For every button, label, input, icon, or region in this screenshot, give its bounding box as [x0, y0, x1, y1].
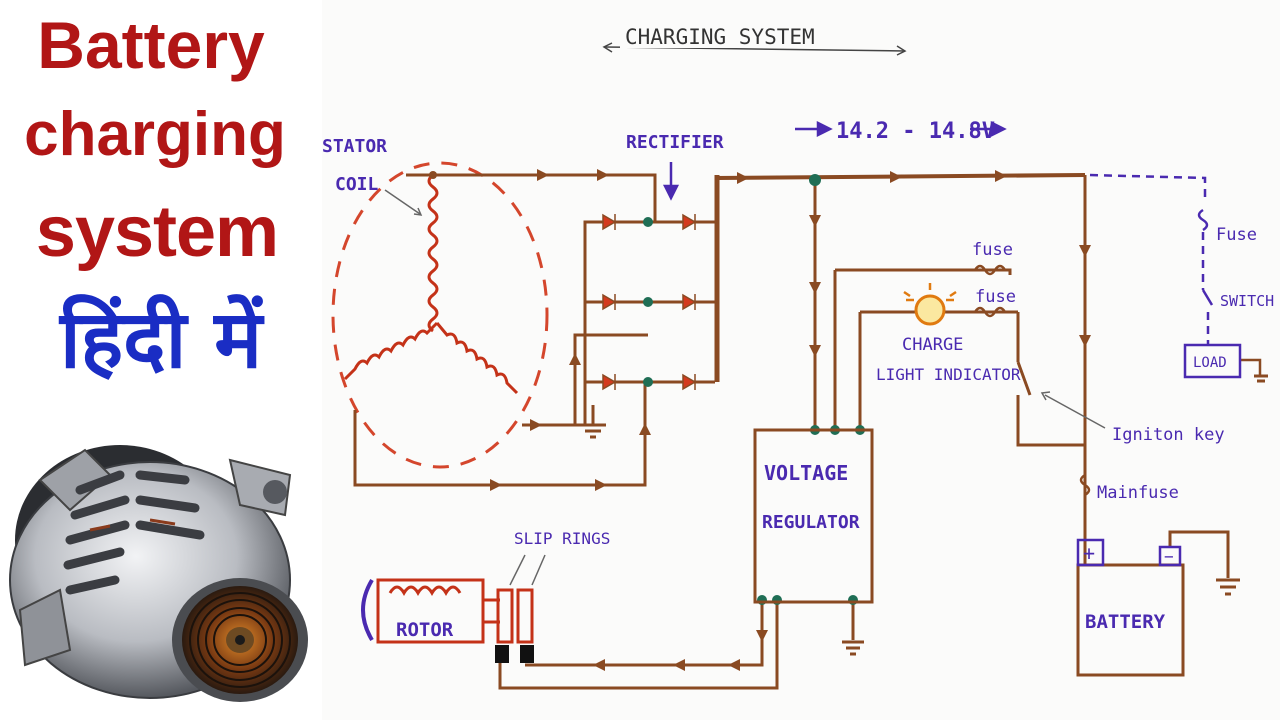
charge-light-icon [903, 283, 957, 326]
diagram-heading: CHARGING SYSTEM [625, 25, 815, 49]
switch-label: SWITCH [1220, 292, 1274, 310]
voltage-note: 14.2 - 14.8V [836, 119, 995, 144]
slip-rings-label: SLIP RINGS [514, 529, 610, 548]
ignition-key-label: Igniton key [1112, 425, 1225, 445]
ground-symbols [580, 374, 1268, 656]
rectifier-diodes [602, 213, 697, 391]
load-box [1183, 343, 1242, 379]
rotor-assembly [361, 578, 534, 663]
fuse-right-label: Fuse [1216, 225, 1257, 245]
diagram-whiteboard: CHARGING SYSTEM 14.2 - 14.8V [322, 0, 1280, 720]
voltage-regulator-label-2: REGULATOR [762, 512, 860, 533]
thumbnail-title-panel: Battery charging system हिंदी में [0, 0, 322, 720]
current-arrows [490, 169, 1091, 671]
title-line-battery: Battery [37, 8, 265, 82]
voltage-regulator-label-1: VOLTAGE [764, 461, 848, 485]
ignition-switch [1016, 361, 1032, 396]
battery-minus-label: − [1164, 547, 1174, 566]
charging-system-diagram: CHARGING SYSTEM 14.2 - 14.8V [322, 22, 1274, 690]
title-line-hindi: हिंदी में [59, 293, 263, 386]
rotor-label: ROTOR [396, 619, 454, 641]
rectifier-label: RECTIFIER [626, 132, 724, 153]
alternator-image [9, 445, 308, 702]
stator-label-1: STATOR [322, 136, 387, 157]
fuse-symbols [973, 208, 1209, 497]
main-fuse-label: Mainfuse [1097, 483, 1179, 503]
stator-coils [343, 173, 519, 395]
load-branch [1089, 173, 1262, 376]
heading-group: CHARGING SYSTEM [602, 22, 907, 56]
fuse-label-2: fuse [975, 287, 1016, 307]
stator-dashed-circle [331, 161, 549, 469]
voltage-note-group [795, 120, 1007, 138]
stator-label-2: COIL [335, 174, 379, 195]
battery-label: BATTERY [1085, 611, 1166, 633]
title-line-charging: charging [24, 100, 286, 169]
title-line-system: system [35, 192, 279, 272]
battery-box [1076, 563, 1185, 677]
fuse-label-1: fuse [972, 240, 1013, 260]
load-label: LOAD [1193, 355, 1227, 371]
battery-plus-label: + [1083, 541, 1095, 565]
charge-light-label-2: LIGHT INDICATOR [876, 365, 1021, 384]
rectifier-pointer [662, 162, 680, 201]
charge-light-label-1: CHARGE [902, 335, 963, 355]
voltage-regulator-box [753, 428, 874, 604]
